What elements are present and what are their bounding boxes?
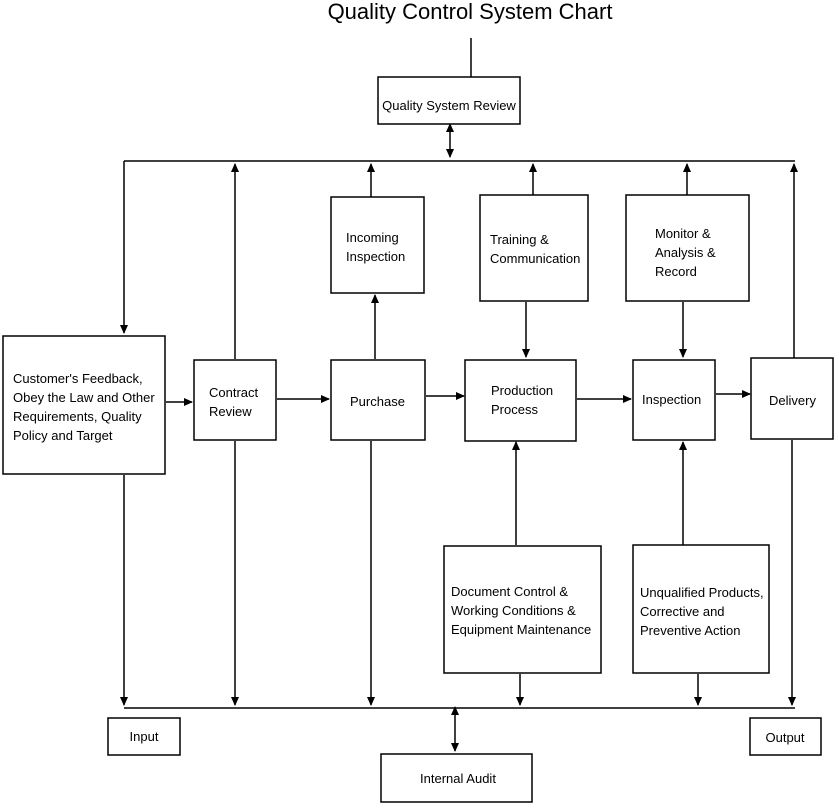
connectors bbox=[120, 38, 798, 752]
svg-text:Contract Review: Contract Review bbox=[209, 385, 262, 419]
svg-text:Output: Output bbox=[765, 730, 804, 745]
svg-text:Input: Input bbox=[130, 729, 159, 744]
svg-text:Customer's Feedback, Obe: Customer's Feedback, Obey the Law and Ot… bbox=[13, 371, 158, 443]
node-input: Input bbox=[107, 717, 181, 756]
node-monitor-analysis-record: Monitor & Analysis & Record bbox=[625, 194, 750, 302]
svg-text:Purchase: Purchase bbox=[350, 394, 405, 409]
node-unqualified-products: Unqualified Products, Corrective and Pre… bbox=[632, 544, 770, 674]
node-production-process: Production Process bbox=[464, 359, 577, 442]
node-contract-review: Contract Review bbox=[193, 359, 277, 441]
svg-text:Production Process: Production Process bbox=[491, 383, 557, 417]
svg-text:Inspection: Inspection bbox=[642, 392, 701, 407]
node-delivery: Delivery bbox=[750, 357, 834, 440]
node-inspection: Inspection bbox=[632, 359, 716, 441]
node-internal-audit: Internal Audit bbox=[380, 753, 533, 803]
svg-text:Monitor & Analysis &: Monitor & Analysis & Record bbox=[655, 226, 719, 279]
node-quality-system-review: Quality System Review bbox=[377, 76, 521, 125]
svg-text:Training & Communication: Training & Communication bbox=[490, 232, 580, 266]
svg-text:Delivery: Delivery bbox=[769, 393, 816, 408]
node-incoming-inspection: Incoming Inspection bbox=[330, 196, 425, 294]
diagram-title: Quality Control System Chart bbox=[328, 0, 613, 24]
svg-text:Internal Audit: Internal Audit bbox=[420, 771, 496, 786]
node-training-communication: Training & Communication bbox=[479, 194, 589, 302]
svg-text:Quality System Review: Quality System Review bbox=[382, 98, 516, 113]
svg-text:Incoming Inspection: Incoming Inspection bbox=[346, 230, 405, 264]
node-output: Output bbox=[749, 717, 822, 756]
svg-text:Document Control & Worki: Document Control & Working Conditions & … bbox=[451, 584, 591, 637]
svg-text:Unqualified Products, Co: Unqualified Products, Corrective and Pre… bbox=[640, 585, 767, 638]
node-customer-feedback: Customer's Feedback, Obey the Law and Ot… bbox=[2, 335, 166, 475]
node-purchase: Purchase bbox=[330, 359, 426, 441]
node-document-control: Document Control & Working Conditions & … bbox=[443, 545, 602, 674]
